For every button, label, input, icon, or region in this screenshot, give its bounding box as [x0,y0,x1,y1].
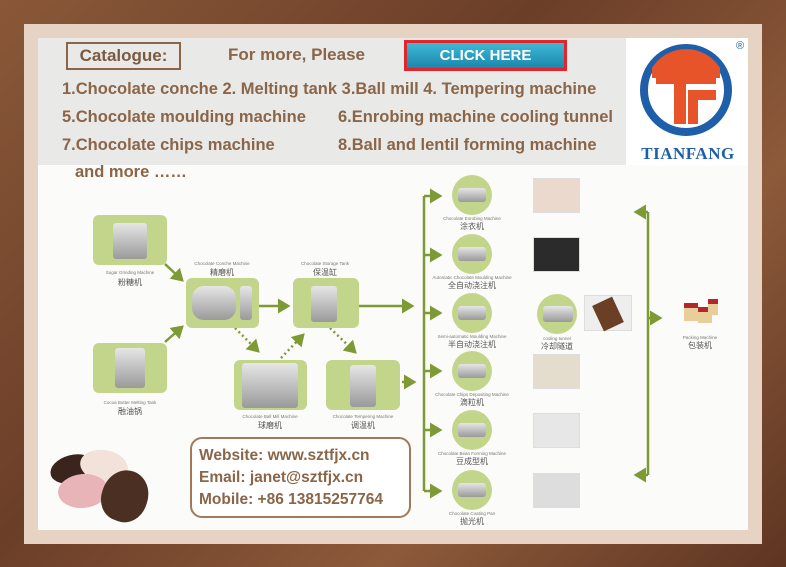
branch-label-en: Semi-automatic Moulding Machine [437,334,507,339]
logo-text: TIANFANG [641,144,735,163]
chocolate-chips-image [40,440,160,529]
ballmill-label-en: Chocolate Ball Mill Machine [242,414,298,419]
cooling-tunnel [537,294,577,334]
website-text[interactable]: Website: www.sztfjx.cn [199,447,370,464]
storage-label-cn: 保温缸 [313,268,337,277]
branch-label-cn: 全自动浇注机 [448,281,496,290]
ball-mill-machine [234,360,307,410]
contact-box: Website: www.sztfjx.cn Email: janet@sztf… [190,437,411,518]
sugar-grinding-machine [93,215,167,265]
cooling-label-en: cooling tunnel [543,336,571,341]
branch-label-cn: 豆成型机 [456,457,488,466]
gift-boxes-image [680,293,720,329]
cocoa-butter-tank [93,343,167,393]
cocoa-label-cn: 融油锅 [118,407,142,416]
branch-machine-1 [452,175,492,215]
cocoa-label-en: Cocoa Butter Melting Tank [103,400,157,405]
logo-mark-icon [640,44,732,136]
sugar-label-cn: 粉糖机 [118,278,142,287]
cooling-label-cn: 冷却隧道 [541,342,573,351]
catalogue-line-3: 6.Enrobing machine cooling tunnel [338,108,614,126]
product-image-5 [533,413,580,448]
branch-label-cn: 滴粒机 [460,398,484,407]
product-image-6 [533,473,580,508]
product-image-4 [533,354,580,389]
branch-label-cn: 涂衣机 [460,222,484,231]
branch-machine-6 [452,470,492,510]
catalogue-line-6: and more …… [75,163,187,181]
branch-label-en: Chocolate Bean Forming Machine [437,451,507,456]
conche-label-cn: 精磨机 [210,268,234,277]
email-text[interactable]: Email: janet@sztfjx.cn [199,469,364,486]
branch-label-cn: 抛光机 [460,517,484,526]
tempering-machine [326,360,400,410]
branch-label-en: Chocolate Chips Depositing Machine [435,392,509,397]
catalogue-line-2: 5.Chocolate moulding machine [62,108,306,126]
branch-label-en: Chocolate Coating Pan [448,511,496,516]
branch-machine-4 [452,351,492,391]
catalogue-label: Catalogue: [66,42,181,70]
tianfang-logo: ® TIANFANG [626,38,748,165]
conche-machine [186,278,259,328]
catalogue-line-4: 7.Chocolate chips machine [62,136,275,154]
conche-label-en: Chocolate Conche Machine [194,261,250,266]
packing-label-cn: 包装机 [688,341,712,350]
catalogue-line-5: 8.Ball and lentil forming machine [338,136,597,154]
chocolate-bar-image [584,295,632,332]
mobile-text: Mobile: +86 13815257764 [199,491,383,508]
registered-mark: ® [736,40,745,52]
storage-label-en: Chocolate Storage Tank [301,261,349,266]
branch-label-en: Automatic Chocolate Moulding Machine [432,275,512,280]
branch-machine-2 [452,234,492,274]
branch-label-cn: 半自动浇注机 [448,340,496,349]
product-image-2 [533,237,580,272]
branch-machine-3 [452,293,492,333]
tempering-label-en: Chocolate Tempering Machine [332,414,394,419]
packing-label-en: Packing Machine [682,335,718,340]
storage-tank [293,278,359,328]
tempering-label-cn: 调温机 [351,421,375,430]
more-text: For more, Please [228,45,366,64]
branch-label-en: Chocolate Enrobing Machine [443,216,501,221]
branch-machine-5 [452,410,492,450]
catalogue-line-1: 1.Chocolate conche 2. Melting tank 3.Bal… [62,80,597,98]
product-image-1 [533,178,580,213]
ballmill-label-cn: 球磨机 [258,421,282,430]
click-here-button[interactable]: CLICK HERE [404,40,567,71]
sugar-label-en: Sugar Grinding Machine [105,270,155,275]
